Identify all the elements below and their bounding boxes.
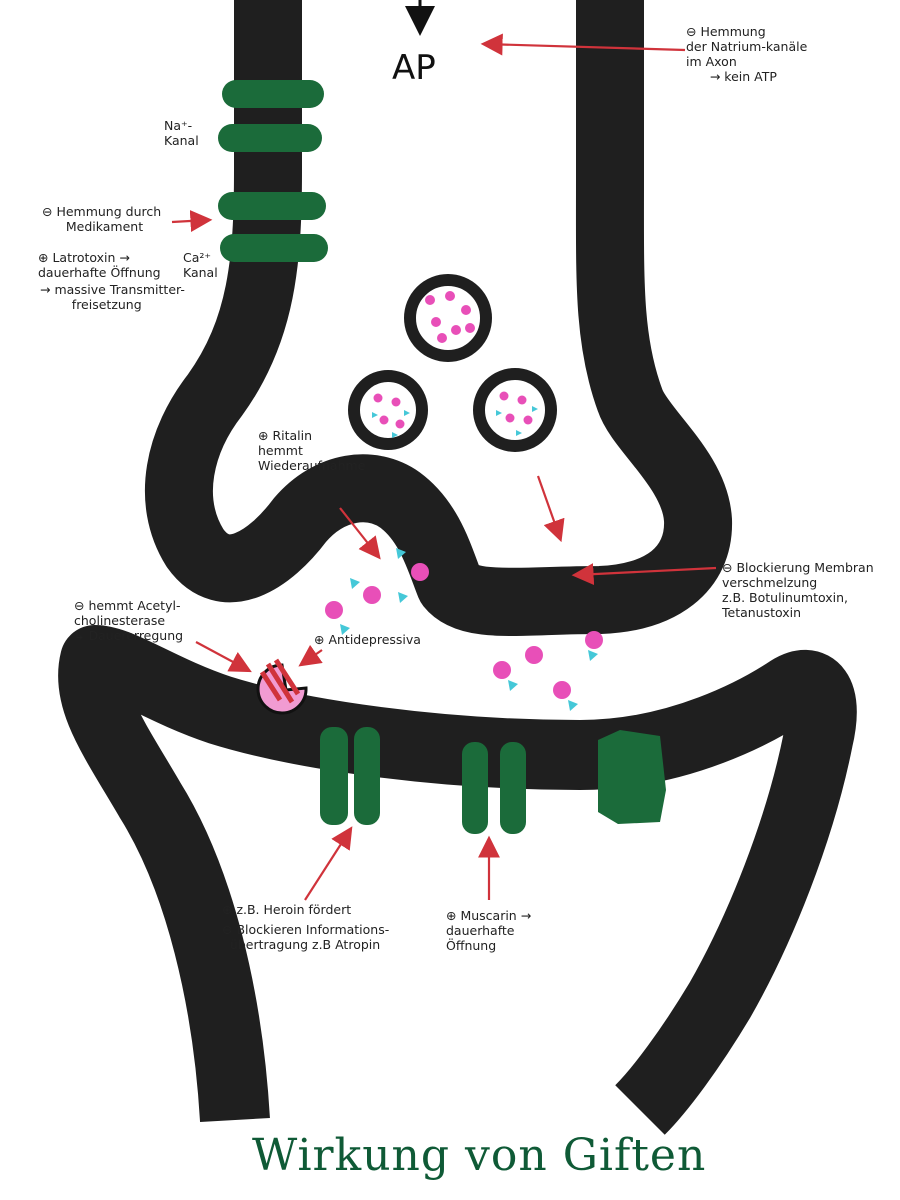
vesicle-1: [404, 274, 492, 362]
na-channel-3: [218, 192, 326, 220]
receptor-2-left: [462, 742, 488, 834]
na-channel-label: Na⁺- Kanal: [164, 118, 199, 148]
receptor-1-right: [354, 727, 380, 825]
diagram-title: Wirkung von Giften: [252, 1130, 707, 1181]
postsynaptic-membrane: [58, 625, 857, 1135]
antidepressants-label: ⊕ Antidepressiva: [314, 632, 421, 647]
massive-release-label: → massive Transmitter- freisetzung: [40, 282, 185, 312]
receptor-3: [598, 730, 666, 824]
presynaptic-membrane-left: [144, 0, 732, 636]
action-potential-label: AP: [392, 48, 436, 88]
receptor-1-left: [320, 727, 348, 825]
inhibition-medication-label: ⊖ Hemmung durch Medikament: [42, 204, 162, 234]
sodium-inhibition-label: ⊖ Hemmung der Natrium-kanäle im Axon → k…: [686, 24, 808, 84]
vesicle-2: [348, 370, 428, 450]
na-channel-1: [222, 80, 324, 108]
annotation-arrows: [171, 33, 717, 901]
receptor-channels: [320, 727, 666, 834]
receptor-2-right: [500, 742, 526, 834]
ache-inhibit-label: ⊖ hemmt Acetyl- cholinesterase ↳ Dauerer…: [74, 598, 184, 643]
membrane-block-label: ⊖ Blockierung Membran verschmelzung z.B.…: [722, 560, 874, 620]
heroin-label: ⊕ z.B. Heroin fördert: [222, 902, 352, 917]
enzyme-acetylcholinesterase-icon: [256, 658, 308, 715]
latrotoxin-label: ⊕ Latrotoxin → dauerhafte Öffnung: [38, 250, 161, 280]
na-channel-2: [218, 124, 322, 152]
neurotransmitters: [325, 548, 603, 711]
ca-channel-label: Ca²⁺ Kanal: [183, 250, 218, 280]
ritalin-label: ⊕ Ritalin hemmt Wiederaufnahme: [258, 428, 366, 473]
atropin-label: ⊖ Blockieren Informations- übertragung z…: [222, 922, 390, 952]
muscarin-label: ⊕ Muscarin → dauerhafte Öffnung: [446, 908, 532, 953]
vesicle-3: [473, 368, 557, 452]
ca-channel: [220, 234, 328, 262]
sodium-channels: [218, 80, 328, 262]
